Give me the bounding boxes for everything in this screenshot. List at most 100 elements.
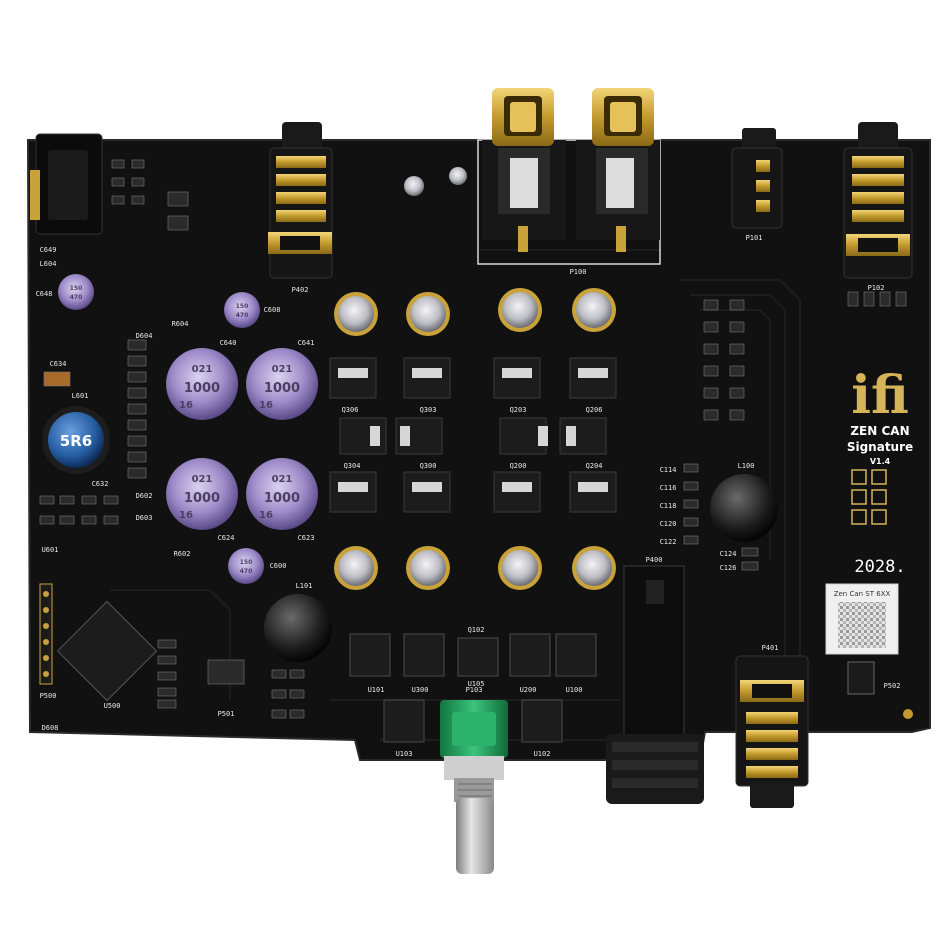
volume-shaft	[456, 798, 494, 874]
label-d603: D603	[136, 514, 153, 522]
pcb-board: ifi ZEN CAN Signature V1.4 2028. Zen Can…	[26, 139, 931, 761]
label-c122: C122	[660, 538, 677, 546]
version-label: V1.4	[870, 457, 891, 466]
label-q300: Q300	[420, 462, 437, 470]
label-c624: C624	[218, 534, 235, 542]
transistors: Q306 Q303 Q203 Q206 Q304 Q300 Q200 Q204	[329, 357, 617, 513]
pad-grid	[851, 469, 887, 525]
label-u500: U500	[104, 702, 121, 710]
header-p502: P502	[847, 661, 901, 695]
label-l101: L101	[296, 582, 313, 590]
label-l100: L100	[738, 462, 755, 470]
cap-c608: 150 470 C608	[224, 292, 280, 328]
label-l601: L601	[72, 392, 89, 400]
cap-c641: 021 1000 16 C641	[246, 339, 318, 420]
cap-c623: 021 1000 16 C623	[246, 458, 318, 542]
label-c641: C641	[298, 339, 315, 347]
rca-left	[482, 88, 566, 252]
cap-c648: 150 470 C648	[36, 274, 94, 310]
screw-1	[404, 176, 424, 196]
label-c118: C118	[660, 502, 677, 510]
label-l604: L604	[40, 260, 57, 268]
label-c632: C632	[92, 480, 109, 488]
inductor-l100: L100	[710, 462, 778, 542]
label-c634: C634	[50, 360, 67, 368]
label-p401: P401	[762, 644, 779, 652]
label-u103: U103	[396, 750, 413, 758]
cap-value-3: 16	[259, 510, 273, 521]
ic-u500: U500	[56, 600, 158, 710]
label-c600: C600	[270, 562, 287, 570]
cap-c640: 021 1000 16 C640	[166, 339, 238, 420]
cap-value-3: 16	[259, 400, 273, 411]
label-d604: D604	[136, 332, 153, 340]
label-p402: P402	[292, 286, 309, 294]
small-cap-value-2: 470	[240, 568, 253, 575]
label-c623: C623	[298, 534, 315, 542]
label-u105: U105	[468, 680, 485, 688]
label-q206: Q206	[586, 406, 603, 414]
label-c124: C124	[720, 550, 737, 558]
cap-value-2: 1000	[184, 381, 220, 396]
label-c648: C648	[36, 290, 53, 298]
label-p100: P100	[570, 268, 587, 276]
cap-value-3: 16	[179, 400, 193, 411]
jack-p102: P102	[843, 122, 913, 292]
label-p102: P102	[868, 284, 885, 292]
small-cap-value-2: 470	[70, 294, 83, 301]
cap-value-1: 021	[272, 364, 293, 375]
qr-code	[838, 602, 886, 648]
label-q306: Q306	[342, 406, 359, 414]
screw-2	[449, 167, 467, 185]
label-u100: U100	[566, 686, 583, 694]
label-c640: C640	[220, 339, 237, 347]
label-u601: U601	[42, 546, 59, 554]
small-cap-value-1: 150	[70, 285, 83, 292]
label-p101: P101	[746, 234, 763, 242]
inductor-l101: L101	[264, 582, 332, 662]
label-q303: Q303	[420, 406, 437, 414]
label-d608: D608	[42, 724, 59, 732]
inductor-l601: 5R6 L601	[42, 392, 110, 474]
cap-c600: 150 470 C600	[228, 548, 286, 584]
label-u101: U101	[368, 686, 385, 694]
serial-sticker: Zen Can ST 6XX	[825, 583, 899, 655]
label-p103: P103	[466, 686, 483, 694]
label-q204: Q204	[586, 462, 603, 470]
dc-power-jack	[30, 133, 103, 235]
label-q203: Q203	[510, 406, 527, 414]
cap-value-1: 021	[192, 474, 213, 485]
label-p502: P502	[884, 682, 901, 690]
cap-row-top	[334, 288, 616, 336]
jack-p400: P400	[606, 556, 704, 804]
cap-value-3: 16	[179, 510, 193, 521]
label-c126: C126	[720, 564, 737, 572]
cap-value-1: 021	[192, 364, 213, 375]
cap-row-bottom	[334, 546, 616, 590]
sticker-text: Zen Can ST 6XX	[834, 590, 891, 598]
mounting-hole	[903, 709, 913, 719]
cap-value-2: 1000	[264, 491, 300, 506]
volume-potentiometer: P103	[440, 686, 508, 874]
brand-logo: ifi	[851, 365, 909, 426]
label-r602: R602	[174, 550, 191, 558]
label-p400: P400	[646, 556, 663, 564]
cap-c624: 021 1000 16 C624	[166, 458, 238, 542]
jack-p401: P401	[735, 644, 809, 808]
cap-value-2: 1000	[184, 491, 220, 506]
jack-p402: P402	[268, 122, 333, 294]
label-u102: U102	[534, 750, 551, 758]
amp-ics	[349, 633, 597, 743]
label-c116: C116	[660, 484, 677, 492]
label-q102: Q102	[468, 626, 485, 634]
label-d602: D602	[136, 492, 153, 500]
cap-value-2: 1000	[264, 381, 300, 396]
label-q200: Q200	[510, 462, 527, 470]
label-q304: Q304	[344, 462, 361, 470]
label-c608: C608	[264, 306, 281, 314]
small-cap-value-1: 150	[236, 303, 249, 310]
label-u300: U300	[412, 686, 429, 694]
label-c120: C120	[660, 520, 677, 528]
small-cap-value-2: 470	[236, 312, 249, 319]
